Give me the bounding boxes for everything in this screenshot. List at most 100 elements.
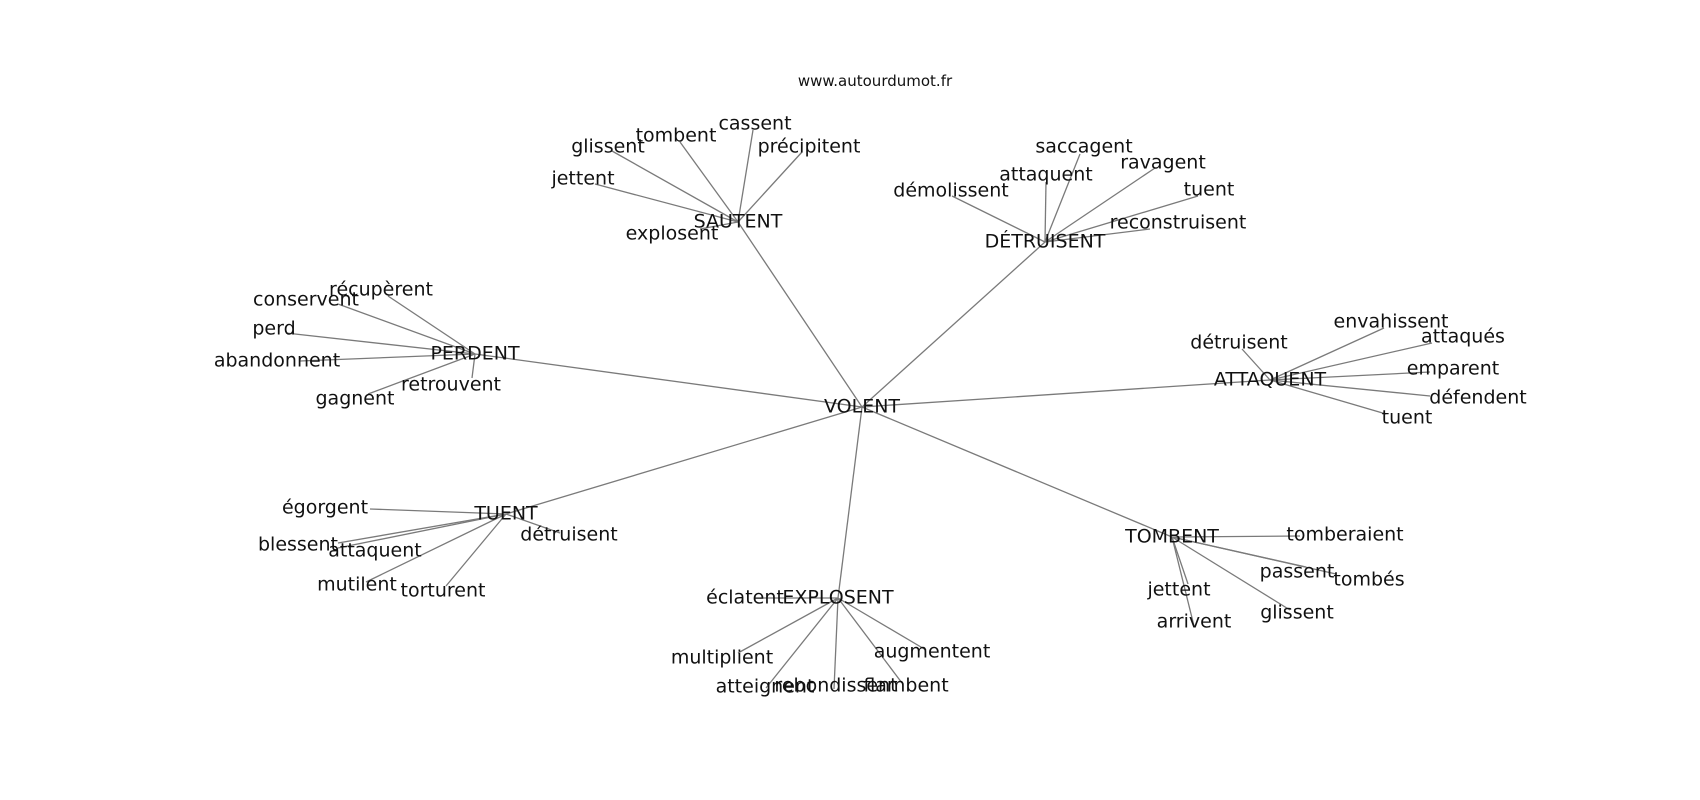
neighbor-word-node[interactable]: saccagent [1035,136,1132,158]
neighbor-word-node[interactable]: ravagent [1120,152,1206,174]
edge-5-4 [1171,536,1291,611]
neighbor-word-node[interactable]: rebondissent [774,675,897,697]
edge-5-0 [1171,535,1301,538]
neighbor-word-node[interactable]: attaqués [1421,326,1505,348]
neighbor-word-node[interactable]: précipitent [758,136,861,158]
edge-6-1 [737,597,839,654]
edge-2-3 [299,353,476,362]
edge-6-4 [833,597,839,690]
edge-6-5 [837,597,903,684]
cluster-word-node[interactable]: ATTAQUENT [1214,369,1327,391]
edge-0-5 [699,221,739,230]
edge-3-5 [1269,379,1387,415]
neighbor-word-node[interactable]: passent [1260,561,1335,583]
edge-5-2 [1171,536,1337,575]
edge-0-0 [737,129,754,223]
edge-5-5 [1171,536,1195,627]
edge-center-2 [474,353,863,408]
neighbor-word-node[interactable]: perd [252,318,295,340]
edge-4-1 [337,513,507,544]
cluster-word-node[interactable]: TOMBENT [1124,526,1219,548]
neighbor-word-node[interactable]: tombés [1333,569,1404,591]
neighbor-word-node[interactable]: jettent [1146,579,1210,601]
neighbor-word-node[interactable]: explosent [626,223,719,245]
neighbor-word-node[interactable]: éclatent [706,587,784,609]
neighbor-word-node[interactable]: augmentent [874,641,991,663]
edge-1-5 [1044,228,1151,243]
neighbor-word-node[interactable]: emparent [1407,358,1499,380]
cluster-word-node[interactable]: DÉTRUISENT [985,230,1106,253]
neighbor-word-node[interactable]: détruisent [520,524,617,546]
edge-0-1 [679,141,739,223]
edge-3-1 [1269,342,1433,381]
neighbor-word-node[interactable]: récupèrent [329,279,433,301]
edge-center-0 [737,221,863,408]
neighbor-word-node[interactable]: reconstruisent [1110,212,1247,234]
edge-5-3 [1171,536,1189,585]
neighbor-word-node[interactable]: mutilent [317,574,397,596]
edge-center-4 [505,406,863,515]
edge-3-0 [1269,327,1385,381]
neighbor-word-node[interactable]: retrouvent [401,374,501,396]
center-word-node[interactable]: VOLENT [824,396,900,418]
edge-3-3 [1269,371,1431,381]
neighbor-word-node[interactable]: égorgent [282,497,368,519]
neighbor-word-node[interactable]: multiplient [671,647,773,669]
neighbor-word-node[interactable]: attaquent [999,164,1092,186]
cluster-word-node[interactable]: PERDENT [430,343,520,365]
edge-center-5 [861,406,1173,538]
neighbor-word-node[interactable]: cassent [718,113,791,135]
edge-4-3 [505,513,561,534]
edge-1-4 [1044,195,1199,243]
neighbor-word-node[interactable]: tombent [636,125,717,147]
edge-6-3 [765,597,839,689]
edge-2-1 [337,303,476,355]
edge-0-3 [737,151,803,223]
edge-4-0 [369,508,507,515]
edge-4-2 [337,513,507,549]
neighbor-word-node[interactable]: détruisent [1190,332,1287,354]
neighbor-word-node[interactable]: défendent [1429,387,1526,409]
cluster-word-node[interactable]: TUENT [473,503,538,525]
edge-4-4 [365,513,507,583]
neighbor-word-node[interactable]: arrivent [1157,611,1232,633]
neighbor-word-node[interactable]: envahissent [1334,311,1449,333]
site-watermark: www.autourdumot.fr [797,72,953,90]
neighbor-word-node[interactable]: démolissent [893,180,1008,202]
edge-6-2 [837,597,927,651]
neighbor-word-node[interactable]: conservent [253,289,359,311]
edge-2-0 [387,295,476,355]
edge-center-6 [837,406,863,599]
neighbor-word-node[interactable]: flambent [863,675,948,697]
neighbor-word-node[interactable]: blessent [258,534,338,556]
neighbor-word-node[interactable]: attaquent [328,540,421,562]
cluster-word-node[interactable]: EXPLOSENT [782,587,894,609]
edge-0-2 [611,150,739,223]
neighbor-word-node[interactable]: abandonnent [214,350,340,372]
neighbor-word-node[interactable]: glissent [1260,602,1334,624]
edge-center-1 [861,241,1046,408]
cluster-word-node[interactable]: SAUTENT [694,211,783,233]
neighbor-word-node[interactable]: atteignent [716,676,815,698]
graph-edges [285,129,1433,690]
edge-3-2 [1241,348,1271,381]
edge-2-5 [367,353,476,395]
edge-4-5 [445,513,507,587]
edge-1-3 [951,195,1046,243]
neighbor-word-node[interactable]: tuent [1184,179,1235,201]
neighbor-word-node[interactable]: tomberaient [1286,524,1403,546]
edge-1-1 [1044,181,1047,243]
neighbor-word-node[interactable]: glissent [571,136,645,158]
edge-center-3 [861,379,1271,408]
edge-0-4 [594,183,739,223]
edge-1-0 [1044,153,1081,243]
neighbor-word-node[interactable]: gagnent [316,388,395,410]
edge-1-2 [1044,167,1156,243]
edge-3-4 [1269,379,1431,397]
edge-2-2 [285,332,476,355]
neighbor-word-node[interactable]: torturent [401,580,486,602]
neighbor-word-node[interactable]: tuent [1382,407,1433,429]
neighbor-word-node[interactable]: jettent [550,168,614,190]
